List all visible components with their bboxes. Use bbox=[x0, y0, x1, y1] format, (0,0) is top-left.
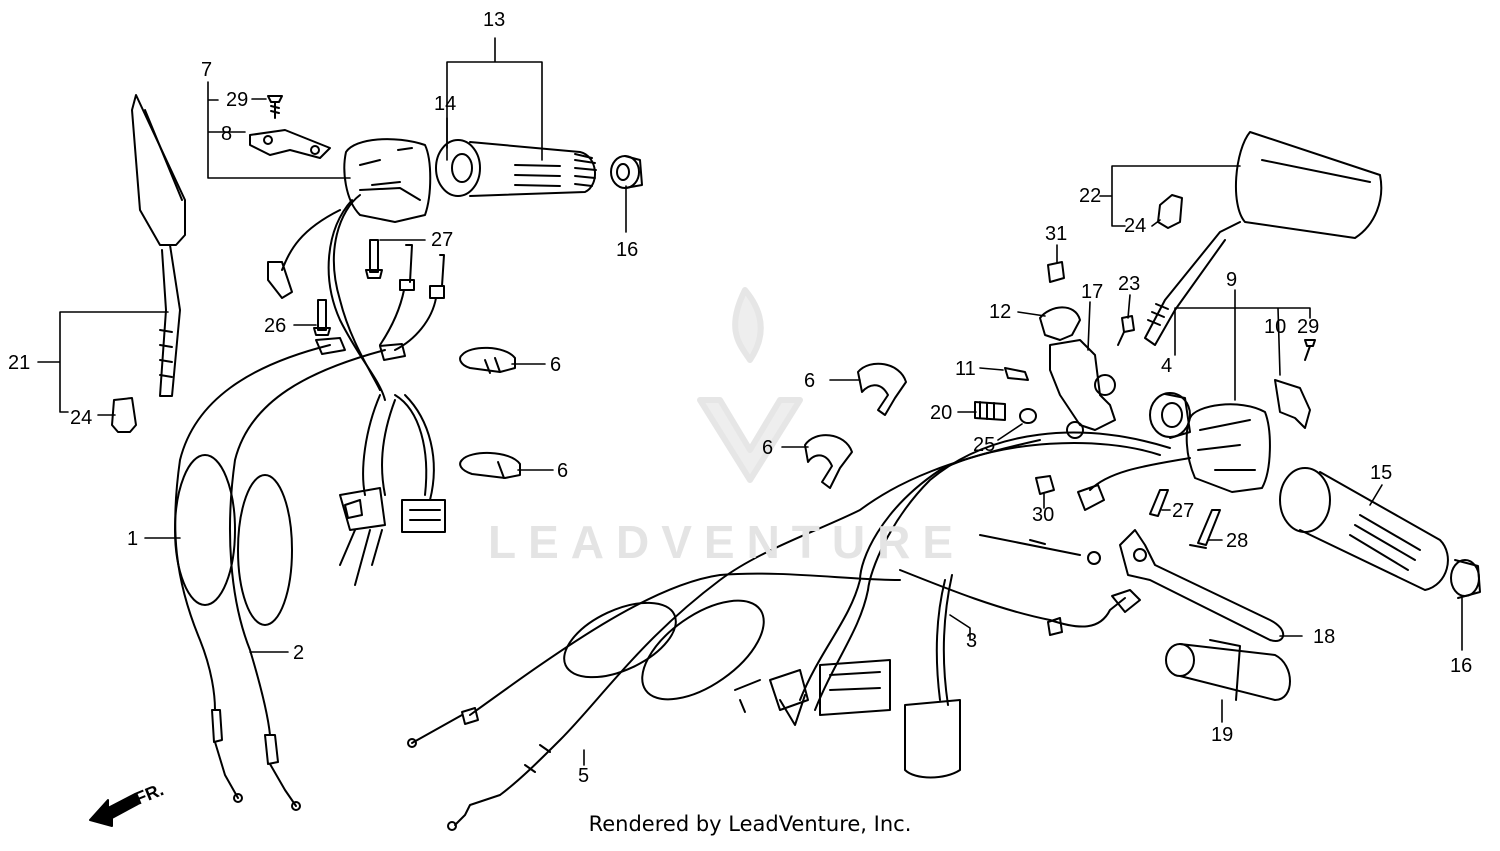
callout-11: 11 bbox=[955, 358, 976, 380]
cable-clamp-6-a bbox=[459, 346, 516, 374]
callout-26: 26 bbox=[264, 315, 286, 337]
nut-30 bbox=[1035, 475, 1055, 495]
callout-6-b: 6 bbox=[557, 460, 568, 482]
right-switch-wiring bbox=[1077, 457, 1191, 511]
callout-5: 5 bbox=[578, 765, 589, 787]
callout-2: 2 bbox=[293, 642, 304, 664]
callout-8: 8 bbox=[221, 123, 232, 145]
clutch-cable-5 bbox=[447, 439, 1101, 831]
cap-nut-24-right bbox=[1157, 194, 1183, 229]
callout-27-right: 27 bbox=[1172, 500, 1194, 522]
throttle-cable-2 bbox=[229, 343, 406, 811]
clutch-lever bbox=[1119, 529, 1285, 642]
switch-19 bbox=[1165, 639, 1291, 701]
callout-13: 13 bbox=[483, 9, 505, 31]
callout-10: 10 bbox=[1264, 316, 1286, 338]
callout-9: 9 bbox=[1226, 269, 1237, 291]
adjuster-20 bbox=[974, 401, 1006, 421]
callout-23: 23 bbox=[1118, 273, 1140, 295]
callout-1: 1 bbox=[127, 528, 138, 550]
right-mirror bbox=[1144, 131, 1383, 346]
callout-6-d: 6 bbox=[762, 437, 773, 459]
callout-22: 22 bbox=[1079, 185, 1101, 207]
grip-end-16-right bbox=[1450, 559, 1481, 599]
callout-31: 31 bbox=[1045, 223, 1067, 245]
cap-nut-24-left bbox=[111, 397, 137, 433]
leader-lines bbox=[37, 37, 1463, 766]
cable-clamp-6-c bbox=[857, 362, 907, 416]
callout-25: 25 bbox=[973, 434, 995, 456]
screw-29-right bbox=[1304, 339, 1316, 361]
screw-31 bbox=[1047, 261, 1065, 283]
cable-clamp-6-d bbox=[804, 434, 853, 489]
callout-4: 4 bbox=[1161, 355, 1172, 377]
screw-27-left bbox=[365, 239, 383, 279]
throttle-housing-4 bbox=[1149, 392, 1191, 439]
clamp-plate-8 bbox=[249, 129, 331, 159]
clamp-plate-10 bbox=[1274, 379, 1311, 429]
screw-26 bbox=[313, 299, 331, 336]
left-switch-housing bbox=[343, 138, 432, 223]
grip-end-16-left bbox=[610, 155, 643, 189]
screw-29-left bbox=[267, 95, 283, 119]
bolt-23 bbox=[1117, 315, 1135, 346]
callout-29-right: 29 bbox=[1297, 316, 1319, 338]
callout-21: 21 bbox=[8, 352, 30, 374]
washer-25 bbox=[1019, 408, 1037, 424]
callout-17: 17 bbox=[1081, 281, 1103, 303]
callout-27-left: 27 bbox=[431, 229, 453, 251]
pin-11 bbox=[1004, 367, 1029, 381]
left-switch-wiring bbox=[267, 194, 446, 586]
callout-16-left: 16 bbox=[616, 239, 638, 261]
throttle-cable-1 bbox=[174, 337, 346, 803]
lever-bracket bbox=[1039, 306, 1116, 439]
left-mirror bbox=[131, 94, 186, 397]
callout-12: 12 bbox=[989, 301, 1011, 323]
callout-6-a: 6 bbox=[550, 354, 561, 376]
callout-16-right: 16 bbox=[1450, 655, 1472, 677]
cable-adjusters-left bbox=[379, 244, 445, 351]
callout-20: 20 bbox=[930, 402, 952, 424]
watermark-text: LEADVENTURE bbox=[488, 516, 966, 568]
right-switch-housing bbox=[1185, 403, 1271, 493]
cable-clamp-6-b bbox=[459, 451, 521, 479]
screw-28 bbox=[1189, 509, 1221, 549]
callout-14: 14 bbox=[434, 93, 456, 115]
callout-24-left: 24 bbox=[70, 407, 92, 429]
callout-18: 18 bbox=[1313, 626, 1335, 648]
watermark-logo bbox=[697, 287, 803, 483]
callout-15: 15 bbox=[1370, 462, 1392, 484]
callout-29-left: 29 bbox=[226, 89, 248, 111]
callout-30: 30 bbox=[1032, 504, 1054, 526]
throttle-grip bbox=[435, 139, 597, 197]
callout-19: 19 bbox=[1211, 724, 1233, 746]
callout-3: 3 bbox=[966, 630, 977, 652]
callout-6-c: 6 bbox=[804, 370, 815, 392]
callout-labels: 13 14 7 29 8 16 27 26 6 6 6 6 21 24 1 2 … bbox=[8, 9, 1472, 787]
footer-credit: Rendered by LeadVenture, Inc. bbox=[588, 812, 912, 836]
callout-28: 28 bbox=[1226, 530, 1248, 552]
front-direction-arrow bbox=[89, 793, 139, 827]
cable-upper bbox=[407, 569, 1141, 748]
front-direction-label: FR. bbox=[132, 779, 166, 808]
main-harness-3 bbox=[734, 431, 1171, 779]
callout-24-right: 24 bbox=[1124, 215, 1146, 237]
right-grip bbox=[1279, 467, 1449, 591]
callout-7: 7 bbox=[201, 59, 212, 81]
screw-27-right bbox=[1149, 489, 1169, 517]
